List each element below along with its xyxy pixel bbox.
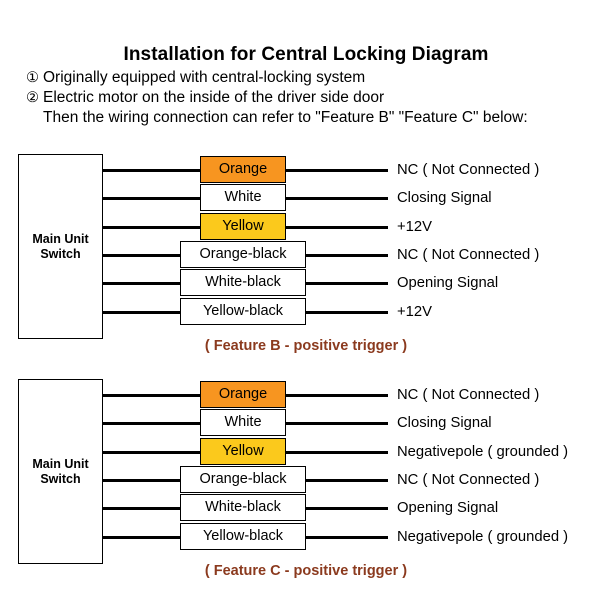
note-marker-2: ②	[26, 90, 39, 106]
note-marker-1: ①	[26, 70, 39, 86]
wire-color-text: Yellow-black	[202, 303, 284, 320]
wire-row: Yellow +12V	[0, 213, 612, 241]
main-unit-label-line1: Main Unit	[32, 456, 89, 471]
wire-color-text: White	[224, 189, 262, 206]
wire-row: White Closing Signal	[0, 409, 612, 437]
wire-color-label: Orange	[200, 156, 286, 183]
wire-color-label: Orange-black	[180, 466, 306, 493]
wire-row: White-black Opening Signal	[0, 269, 612, 297]
signal-description: Closing Signal	[397, 415, 492, 431]
note-item: Then the wiring connection can refer to …	[26, 108, 606, 128]
wire-color-label: Yellow-black	[180, 523, 306, 550]
wire-color-text: White	[224, 414, 262, 431]
wire-color-label: Orange-black	[180, 241, 306, 268]
note-text-2: Electric motor on the inside of the driv…	[43, 89, 385, 106]
wire-color-label: Yellow	[200, 213, 286, 240]
wire-row: White Closing Signal	[0, 184, 612, 212]
note-text-3: Then the wiring connection can refer to …	[43, 109, 528, 126]
signal-description: NC ( Not Connected )	[397, 387, 540, 403]
diagram-caption-feature-c: ( Feature C - positive trigger )	[204, 563, 408, 579]
wire-color-label: White-black	[180, 494, 306, 521]
wire-color-label: Yellow	[200, 438, 286, 465]
wire-row: Orange NC ( Not Connected )	[0, 156, 612, 184]
wire-color-text: White-black	[205, 499, 281, 516]
signal-description: NC ( Not Connected )	[397, 247, 540, 263]
signal-description: Negativepole ( grounded )	[397, 444, 569, 460]
signal-description: NC ( Not Connected )	[397, 472, 540, 488]
wire-color-text: Yellow	[222, 218, 264, 235]
wire-row: Orange NC ( Not Connected )	[0, 381, 612, 409]
wire-color-text: Orange-black	[199, 471, 287, 488]
wire-color-text: Orange	[218, 386, 268, 403]
signal-description: Opening Signal	[397, 500, 499, 516]
signal-description: Opening Signal	[397, 275, 499, 291]
wire-color-text: Yellow	[222, 443, 264, 460]
wire-row: White-black Opening Signal	[0, 494, 612, 522]
wire-color-label: Orange	[200, 381, 286, 408]
wire-row: Yellow-black Negativepole ( grounded )	[0, 523, 612, 551]
wire-color-label: White-black	[180, 269, 306, 296]
signal-description: Closing Signal	[397, 190, 492, 206]
signal-description: Negativepole ( grounded )	[397, 529, 569, 545]
signal-description: +12V	[397, 304, 432, 320]
wire-color-label: Yellow-black	[180, 298, 306, 325]
wire-color-text: Orange-black	[199, 246, 287, 263]
signal-description: NC ( Not Connected )	[397, 162, 540, 178]
wire-color-label: White	[200, 184, 286, 211]
wire-row: Orange-black NC ( Not Connected )	[0, 466, 612, 494]
wire-row: Yellow-black +12V	[0, 298, 612, 326]
wire-row: Orange-black NC ( Not Connected )	[0, 241, 612, 269]
wire-color-label: White	[200, 409, 286, 436]
signal-description: +12V	[397, 219, 432, 235]
wire-color-text: Orange	[218, 161, 268, 178]
wire-color-text: White-black	[205, 274, 281, 291]
main-unit-label-line2: Switch	[40, 246, 81, 261]
main-unit-label-line1: Main Unit	[32, 231, 89, 246]
main-unit-label-line2: Switch	[40, 471, 81, 486]
page-title: Installation for Central Locking Diagram	[123, 44, 489, 65]
wire-row: Yellow Negativepole ( grounded )	[0, 438, 612, 466]
diagram-caption-feature-b: ( Feature B - positive trigger )	[204, 338, 408, 354]
note-text-1: Originally equipped with central-locking…	[43, 69, 366, 86]
wire-color-text: Yellow-black	[202, 528, 284, 545]
